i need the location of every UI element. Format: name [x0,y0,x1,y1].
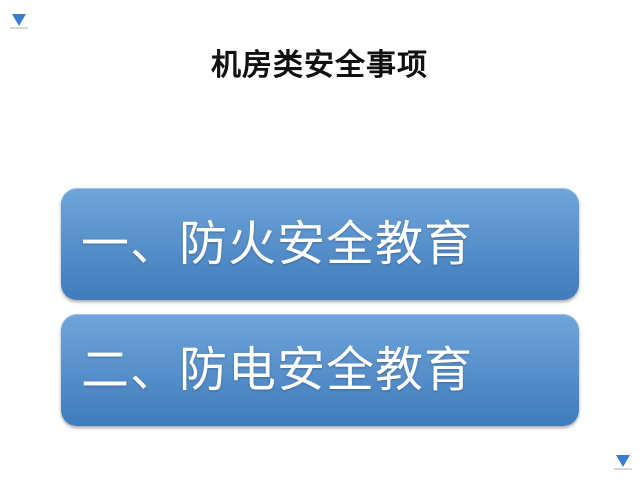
triangle-down-icon [614,455,632,470]
top-left-marker-icon[interactable] [10,11,28,29]
fire-safety-button[interactable]: 一、防火安全教育 [61,188,579,300]
electrical-safety-button[interactable]: 二、防电安全教育 [61,314,579,426]
page-title: 机房类安全事项 [211,48,428,83]
electrical-safety-label: 二、防电安全教育 [81,342,474,398]
bottom-right-marker-icon[interactable] [614,452,632,470]
fire-safety-label: 一、防火安全教育 [81,216,474,272]
triangle-down-icon [10,14,28,29]
